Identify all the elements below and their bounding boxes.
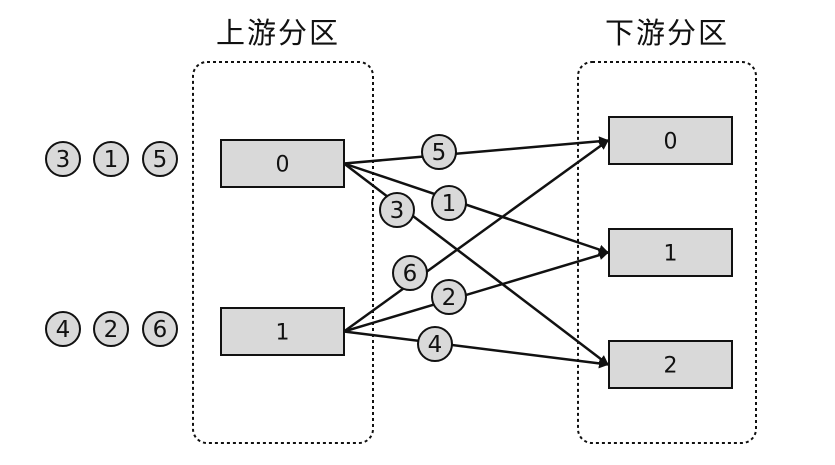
- route-record-0-to-0: 5: [421, 134, 457, 170]
- route-record-1-to-0-circle: [392, 255, 428, 291]
- routing-edges: [343, 136, 609, 369]
- route-record-0-to-1: 1: [431, 185, 467, 221]
- route-record-1-to-2: 4: [417, 326, 453, 362]
- upstream-partition-0-label: 0: [276, 153, 290, 178]
- input-record-1-1-label: 2: [104, 317, 119, 343]
- input-record-0-1-label: 1: [104, 147, 119, 173]
- input-record-1-0-circle: [45, 311, 81, 347]
- input-record-0-1: 1: [93, 141, 129, 177]
- downstream-container: [577, 61, 757, 444]
- route-record-0-to-2-label: 3: [390, 198, 405, 224]
- input-record-0-2-circle: [142, 141, 178, 177]
- route-record-1-to-1: 2: [431, 279, 467, 315]
- route-record-1-to-1-circle: [431, 279, 467, 315]
- route-arrow-0-to-0: [343, 136, 609, 165]
- route-record-1-to-1-label: 2: [442, 285, 457, 311]
- route-arrow-1-to-2: [343, 330, 609, 369]
- input-record-1-2-circle: [142, 311, 178, 347]
- input-record-1-0-label: 4: [56, 317, 71, 343]
- route-arrow-1-to-0: [343, 139, 609, 333]
- route-record-0-to-0-circle: [421, 134, 457, 170]
- route-record-0-to-2: 3: [379, 192, 415, 228]
- route-record-0-to-1-circle: [431, 185, 467, 221]
- upstream-partition-0: [220, 139, 345, 188]
- route-record-0-to-0-label: 5: [432, 140, 447, 166]
- input-record-0-0: 3: [45, 141, 81, 177]
- input-record-1-1: 2: [93, 311, 129, 347]
- upstream-title: 上游分区: [216, 16, 341, 50]
- downstream-partition-2-label: 2: [664, 354, 678, 379]
- route-record-0-to-2-circle: [379, 192, 415, 228]
- route-record-1-to-2-circle: [417, 326, 453, 362]
- downstream-partition-0-label: 0: [664, 130, 678, 155]
- route-record-1-to-0-label: 6: [403, 261, 418, 287]
- route-arrow-1-to-1: [343, 250, 609, 333]
- downstream-title: 下游分区: [605, 16, 730, 50]
- downstream-partition-1-label: 1: [664, 242, 678, 267]
- downstream-partition-2: [608, 340, 733, 389]
- input-record-1-2-label: 6: [153, 317, 168, 343]
- input-record-1-2: 6: [142, 311, 178, 347]
- route-record-0-to-1-label: 1: [442, 191, 457, 217]
- upstream-partition-1-label: 1: [276, 321, 290, 346]
- route-arrow-0-to-1: [343, 162, 609, 255]
- upstream-partition-1: [220, 307, 345, 356]
- route-record-1-to-0: 6: [392, 255, 428, 291]
- input-record-0-1-circle: [93, 141, 129, 177]
- downstream-partition-1: [608, 228, 733, 277]
- upstream-container: [192, 61, 374, 444]
- route-record-1-to-2-label: 4: [428, 332, 443, 358]
- input-record-0-2-label: 5: [153, 147, 168, 173]
- input-record-0-0-circle: [45, 141, 81, 177]
- partition-nodes: 0 1 0 1 2: [220, 116, 733, 389]
- input-record-1-1-circle: [93, 311, 129, 347]
- input-record-0-0-label: 3: [56, 147, 71, 173]
- input-record-0-2: 5: [142, 141, 178, 177]
- downstream-partition-0: [608, 116, 733, 165]
- input-record-1-0: 4: [45, 311, 81, 347]
